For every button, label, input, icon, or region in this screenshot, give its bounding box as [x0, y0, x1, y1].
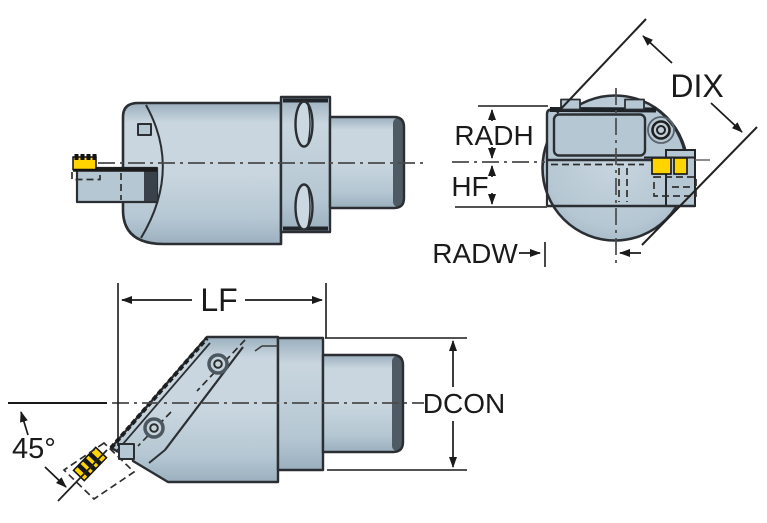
insert-hatch [88, 451, 102, 466]
screw-hole-center [149, 423, 159, 433]
clamp-edge [164, 346, 244, 451]
label-radh: RADH [454, 120, 533, 151]
serrated-edge [109, 336, 209, 450]
screw-hole [143, 417, 165, 439]
bar-pocket-edge [144, 169, 157, 201]
clamp-screw-center [656, 125, 666, 135]
insert-front [651, 157, 672, 175]
bottom-view: 45° LF DCON [8, 282, 505, 502]
cutting-edge-line [57, 449, 108, 502]
label-hf: HF [451, 171, 488, 202]
clamp-screw [651, 120, 671, 140]
body-chamfer [254, 345, 263, 352]
insert-tooth [74, 154, 79, 160]
flange-slot-inner [307, 104, 311, 144]
tool-body [121, 101, 283, 246]
insert-tooth [80, 154, 85, 160]
dix-arrow-lower [710, 102, 743, 133]
label-dcon: DCON [423, 388, 505, 419]
head-tab [624, 98, 645, 111]
side-view [71, 95, 428, 246]
screw-hole-center [213, 359, 223, 369]
insert-hidden-outline [71, 172, 101, 181]
shaft [330, 117, 404, 208]
clamp-screw-outer [647, 116, 675, 144]
end-view: DIX RADH HF RADW [432, 18, 758, 269]
insert-hatch [76, 463, 91, 478]
flange-slot [294, 183, 314, 231]
screw-hole [207, 353, 229, 375]
pocket-notch [118, 443, 135, 460]
insert-bottom [72, 446, 108, 482]
insert-hatch [82, 457, 97, 472]
label-lf: LF [200, 282, 237, 318]
shaft-outline [328, 115, 406, 210]
flange-slot-inner [307, 187, 311, 227]
insert-front [673, 157, 688, 175]
tangent-line-lower [641, 126, 758, 246]
head-inner-face [552, 113, 647, 157]
angle-arrow-up [20, 411, 29, 436]
tangent-line-upper [556, 18, 647, 114]
flange [276, 336, 325, 472]
body-face-arc [140, 104, 164, 239]
angle-arrow-down [44, 466, 67, 488]
dix-arrow-upper [642, 35, 673, 64]
label-radw: RADW [432, 238, 518, 269]
body-notch [137, 123, 152, 136]
insert-tooth [92, 154, 97, 160]
flange-slot [294, 100, 314, 148]
shaft-outline [321, 353, 405, 454]
insert-tooth [86, 154, 91, 160]
label-dix: DIX [670, 68, 723, 104]
hidden-clamp-outline [62, 441, 136, 501]
clamp-edge-tip [148, 449, 166, 464]
label-angle: 45° [12, 433, 56, 465]
hidden-pocket [653, 176, 697, 197]
serrated-edge-inner [115, 342, 211, 453]
